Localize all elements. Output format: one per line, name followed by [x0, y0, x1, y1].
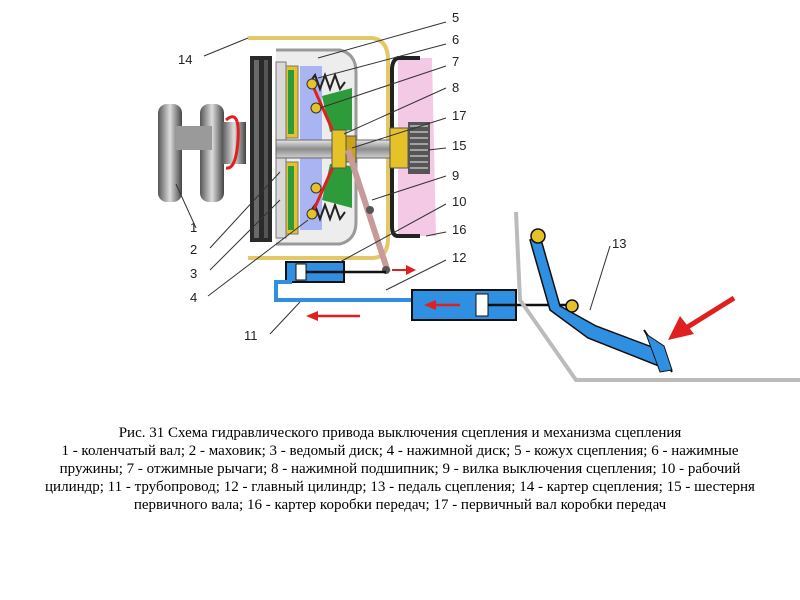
- input-gear: [389, 122, 430, 174]
- callout-9: 9: [452, 168, 459, 183]
- callout-11: 11: [244, 328, 258, 343]
- release-bearing: [331, 129, 357, 169]
- caption-title: Рис. 31 Схема гидравлического привода вы…: [118, 425, 682, 441]
- release-levers: [306, 78, 338, 220]
- fluid-arrow-pipeline: [306, 311, 360, 321]
- callout-1: 1: [190, 220, 197, 235]
- callout-4: 4: [190, 290, 197, 305]
- clutch-pedal: [529, 228, 673, 373]
- callout-14: 14: [178, 52, 192, 67]
- rod-arrow: [392, 265, 416, 275]
- force-arrow: [668, 295, 736, 340]
- caption-legend: 1 - коленчатый вал; 2 - маховик; 3 - вед…: [45, 443, 755, 513]
- crankshaft: [158, 104, 246, 202]
- callout-2: 2: [190, 242, 197, 257]
- pipeline: [274, 280, 414, 302]
- callout-12: 12: [452, 250, 466, 265]
- flywheel: [250, 56, 272, 242]
- callout-6: 6: [452, 32, 459, 47]
- slave-cylinder: [285, 261, 386, 283]
- leader-lines: [175, 21, 611, 335]
- callout-15: 15: [452, 138, 466, 153]
- fluid-arrow-master: [424, 300, 460, 310]
- figure-caption: Рис. 31 Схема гидравлического привода вы…: [40, 424, 760, 514]
- callout-13: 13: [612, 236, 626, 251]
- callout-16: 16: [452, 222, 466, 237]
- clutch-diagram: 5 6 7 8 17 15 9 10 16 12 13 14 1 2 3 4 1…: [158, 10, 800, 382]
- callout-7: 7: [452, 54, 459, 69]
- floor-line: [514, 211, 800, 382]
- callout-17: 17: [452, 108, 466, 123]
- callout-10: 10: [452, 194, 466, 209]
- callout-5: 5: [452, 10, 459, 25]
- callout-3: 3: [190, 266, 197, 281]
- callout-8: 8: [452, 80, 459, 95]
